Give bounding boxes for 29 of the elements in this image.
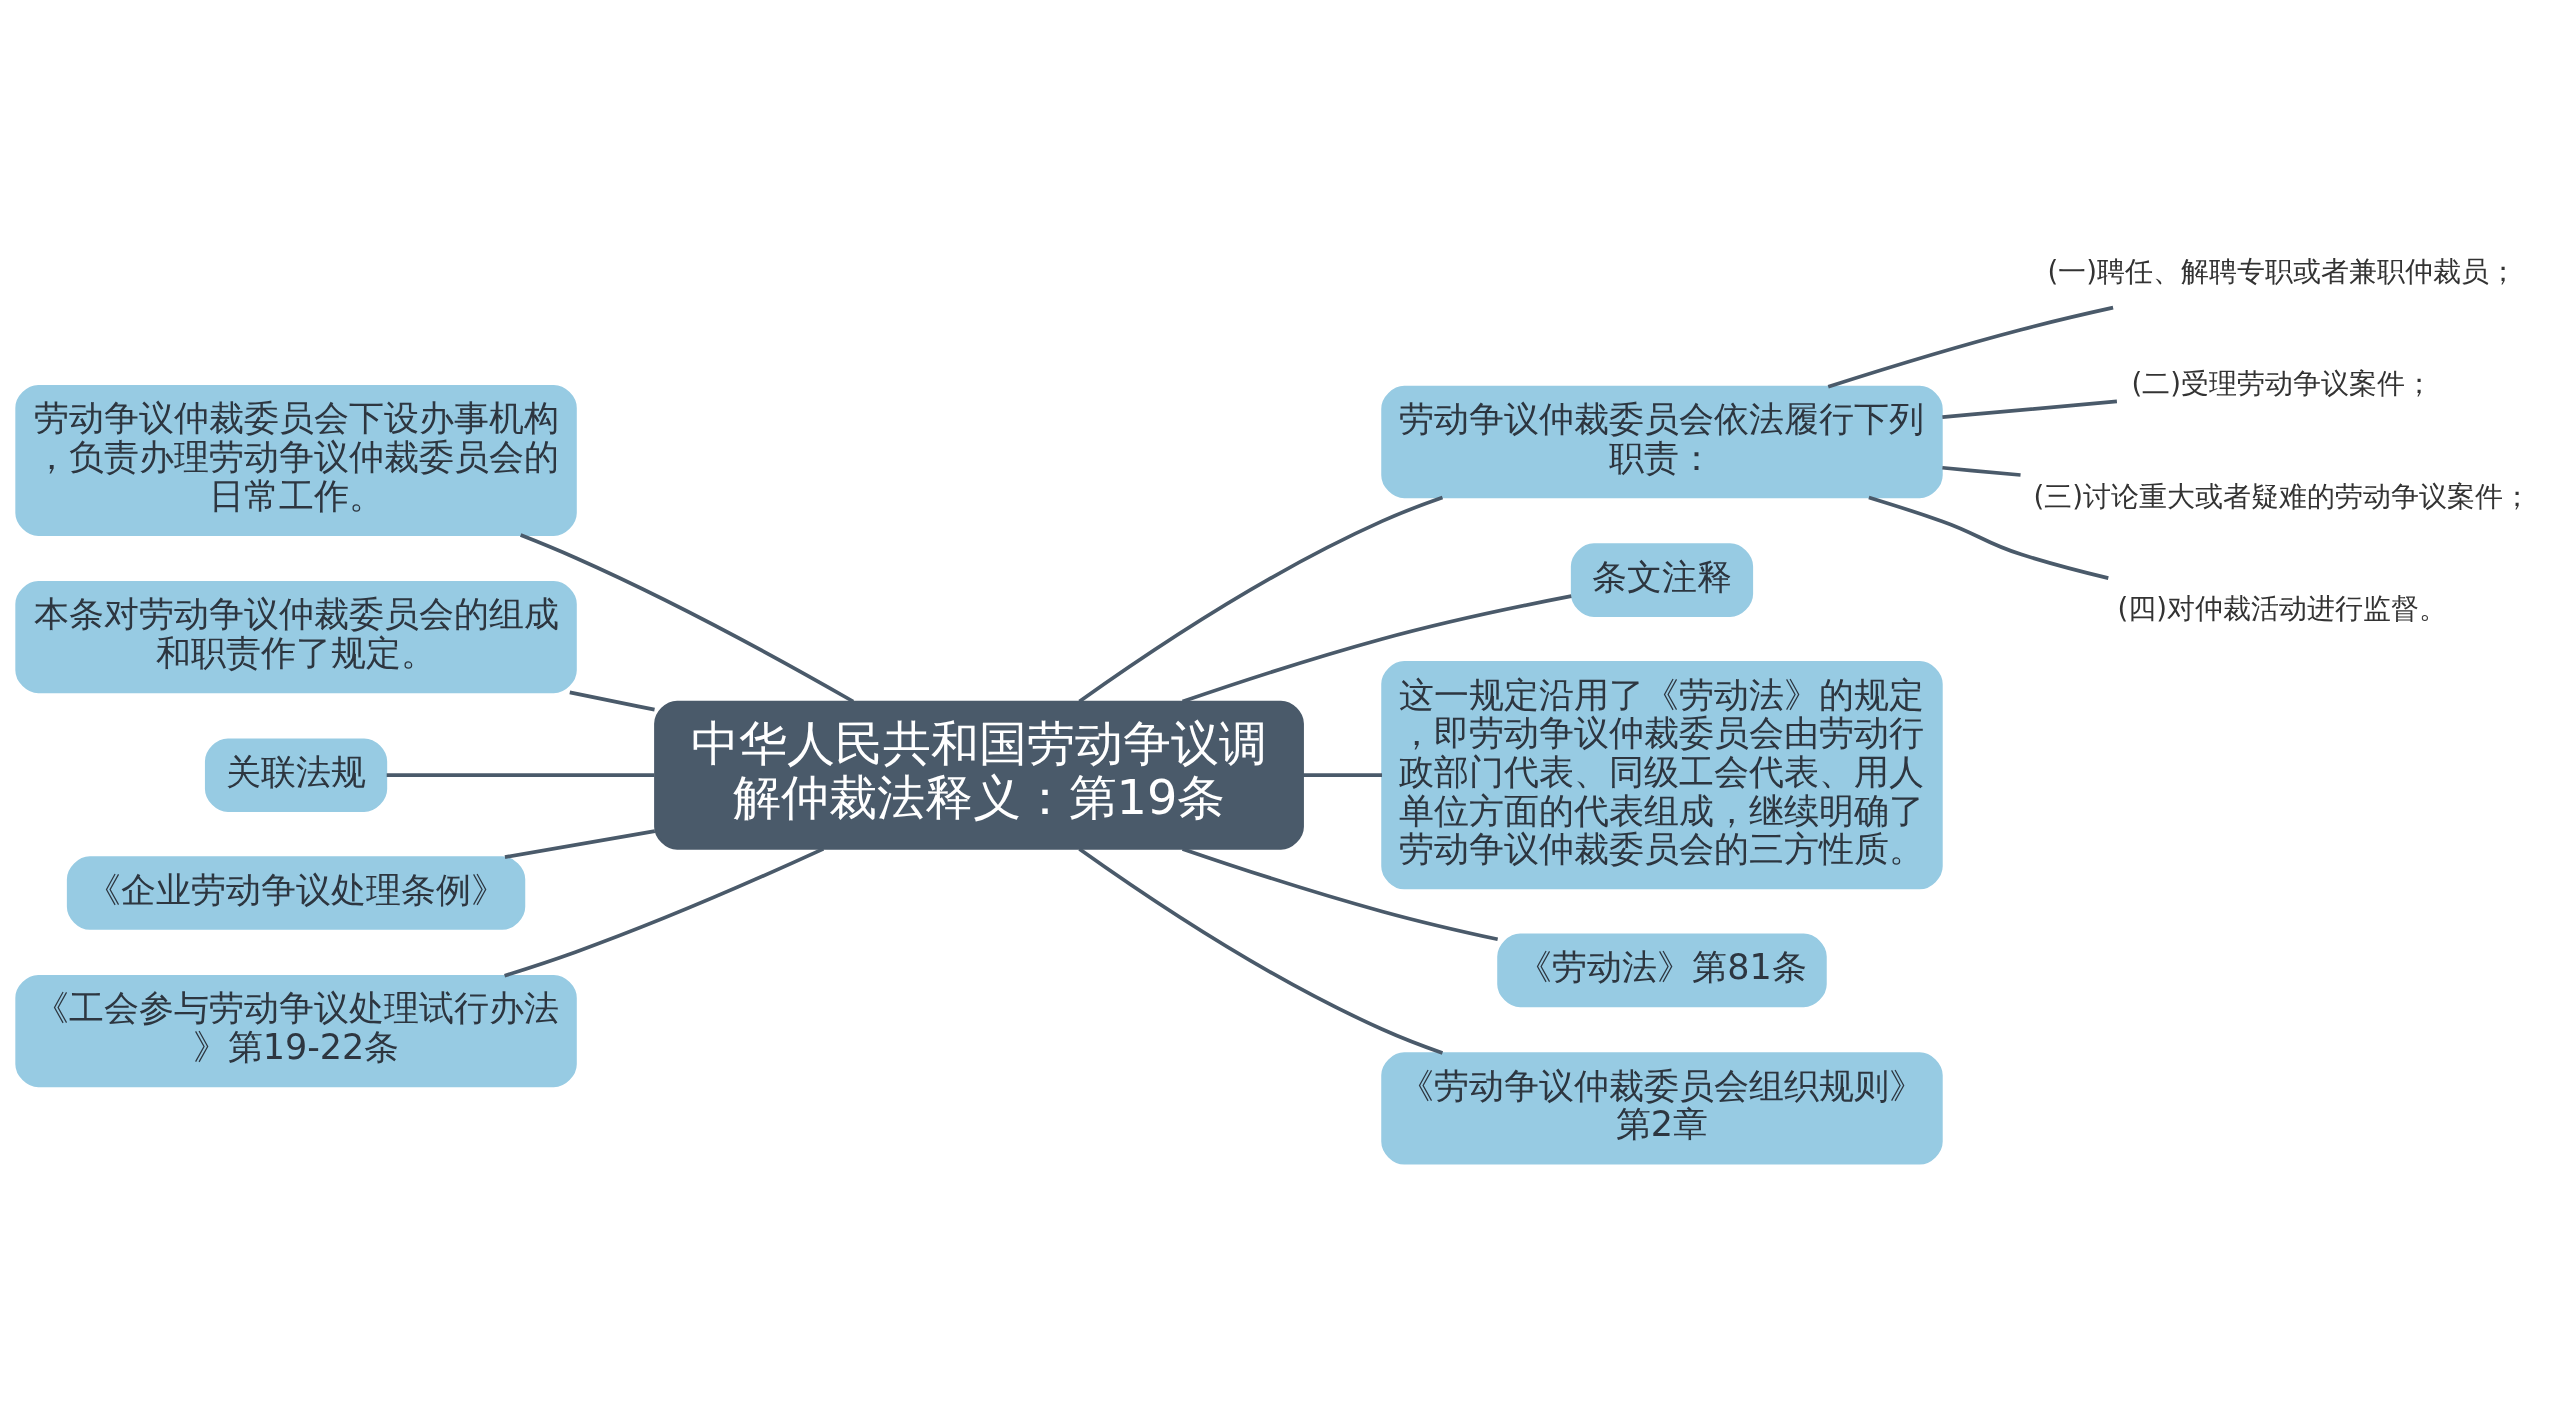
node-text: (二)受理劳动争议案件；: [2131, 367, 2434, 401]
node-text: (四)对仲裁活动进行监督。: [2117, 591, 2448, 625]
connector: [386, 773, 655, 778]
connector: [1303, 773, 1382, 778]
node-box: 《工会参与劳动争议处理试行办法》第19-22条: [15, 974, 577, 1088]
connector: [1942, 399, 2118, 419]
node-box: 劳动争议仲裁委员会依法履行下列职责：: [1381, 385, 1943, 499]
connector: [504, 847, 825, 978]
node-box: 劳动争议仲裁委员会下设办事机构，负责办理劳动争议仲裁委员会的日常工作。: [15, 384, 577, 536]
node-text: (一)聘任、解聘专职或者兼职仲裁员；: [2047, 254, 2518, 288]
node-box: 《企业劳动争议处理条例》: [66, 856, 526, 930]
connector: [504, 829, 656, 859]
connector: [1827, 305, 2114, 389]
node-box: 条文注释: [1570, 543, 1754, 617]
connector: [1868, 495, 2109, 580]
node-text: (三)讨论重大或者疑难的劳动争议案件；: [2033, 479, 2532, 513]
connector: [1078, 847, 1444, 1055]
connector: [569, 690, 655, 712]
node-box: 《劳动法》第81条: [1497, 933, 1827, 1008]
node-box: 本条对劳动争议仲裁委员会的组成和职责作了规定。: [15, 581, 577, 694]
connector: [520, 533, 855, 704]
node-box: 《劳动争议仲裁委员会组织规则》第2章: [1381, 1052, 1943, 1165]
connector: [1181, 594, 1572, 704]
node-box: 关联法规: [204, 738, 388, 813]
connector: [1181, 847, 1499, 942]
connector: [1078, 495, 1444, 703]
node-box: 中华人民共和国劳动争议调解仲裁法释义：第19条: [654, 700, 1304, 850]
node-box: 这一规定沿用了《劳动法》的规定，即劳动争议仲裁委员会由劳动行政部门代表、同级工会代表、用人单位方面的代表组成，继续明确了劳动争议仲裁委员会的三方性质。: [1381, 661, 1943, 890]
connector: [1942, 465, 2021, 477]
